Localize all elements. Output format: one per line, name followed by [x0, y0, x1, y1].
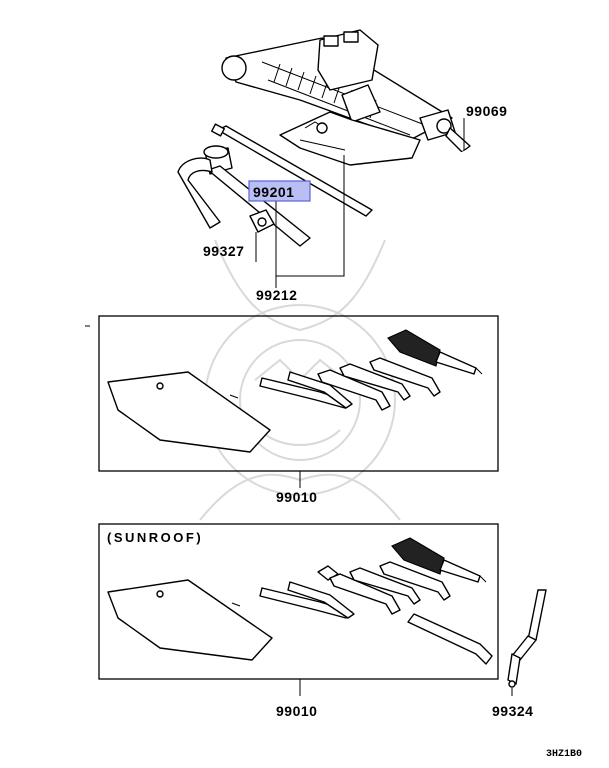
wheel-wrench	[177, 145, 311, 247]
tool-set-sunroof-box: (SUNROOF)	[98, 523, 499, 680]
spanner-sunroof-3	[379, 561, 451, 601]
jack-handle-bar	[211, 123, 373, 217]
spanner-3	[369, 357, 441, 397]
callout-99212: 99212	[256, 287, 297, 303]
spanner-1	[317, 369, 391, 411]
spanner-sunroof-2	[349, 567, 421, 605]
curved-bar	[407, 613, 493, 665]
callout-99069: 99069	[466, 103, 507, 119]
tool-bag-sunroof	[107, 579, 273, 661]
callout-99324: 99324	[492, 703, 533, 719]
callout-99201-highlight[interactable]: 99201	[248, 180, 311, 202]
callout-99010-tool-set-sunroof: 99010	[276, 703, 317, 719]
scissor-jack	[221, 29, 471, 166]
spanner-2	[339, 363, 411, 401]
screwdriver	[387, 329, 441, 367]
leader-lines-top	[255, 118, 465, 288]
spanner-sunroof-1	[329, 573, 401, 615]
sunroof-caption: (SUNROOF)	[107, 530, 203, 545]
callout-99201: 99201	[253, 184, 294, 200]
rope-strap	[408, 148, 523, 266]
sunroof-crank	[507, 589, 547, 688]
tool-bag	[107, 371, 271, 453]
callout-99010-tool-set: 99010	[276, 489, 317, 505]
pliers-sunroof	[259, 587, 353, 619]
callout-99327: 99327	[203, 243, 244, 259]
highlight-box	[248, 180, 311, 202]
diagram-code: 3HZ1B0	[546, 749, 582, 760]
tool-set-box	[85, 315, 499, 472]
